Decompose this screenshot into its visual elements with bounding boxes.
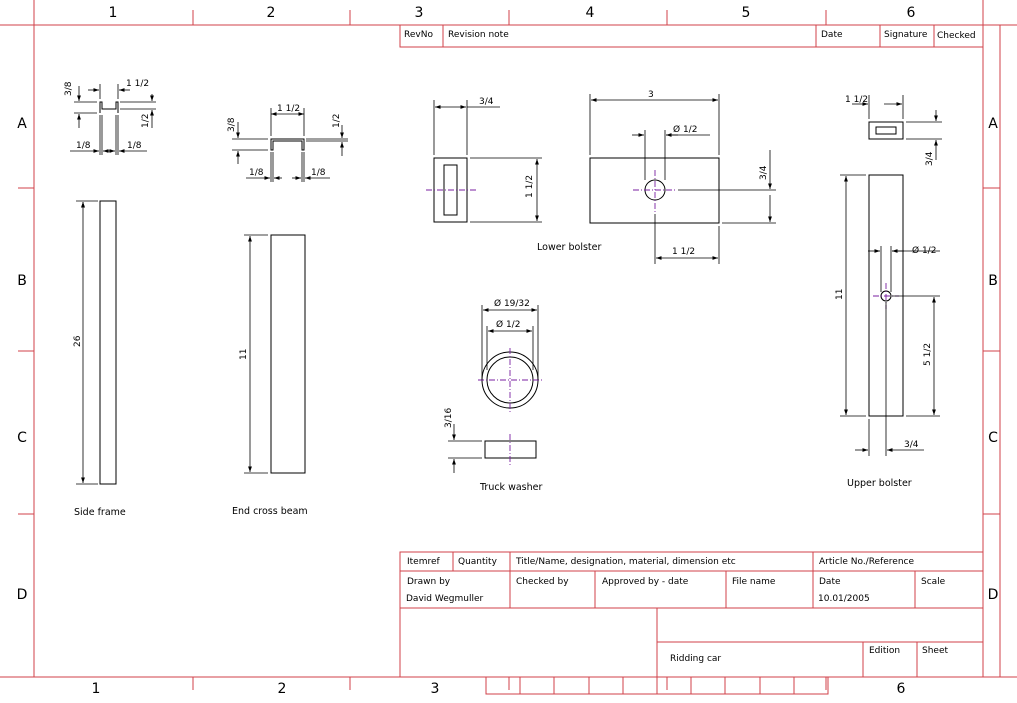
end-cross-beam-dim-1-8-right: 1/8	[311, 168, 326, 178]
end-cross-beam-dim-1-8-left: 1/8	[249, 168, 264, 178]
zone-row-c-right: C	[988, 430, 998, 446]
truck-washer-side-view	[484, 440, 537, 459]
upper-bolster-label: Upper bolster	[847, 478, 912, 489]
side-frame-dim-26: 26	[73, 335, 83, 347]
upper-bolster-dim-3-4-offset: 3/4	[904, 440, 919, 450]
zone-col-4-top: 4	[586, 5, 595, 21]
end-cross-beam-elevation	[270, 234, 306, 474]
zone-row-a-right: A	[988, 116, 998, 132]
approved-by-label: Approved by - date	[602, 577, 689, 587]
zone-row-b-right: B	[988, 273, 998, 289]
side-frame-dim-1-8-right: 1/8	[127, 141, 142, 151]
zone-labels: 1 2 3 4 5 6 1 2 3 6 A B C D A B C D	[17, 5, 999, 697]
side-frame-drawing: 3/8 1 1/2 1/2 1/8 1/8 26 Side frame	[64, 79, 156, 518]
checked-by-label: Checked by	[516, 577, 569, 587]
zone-row-c-left: C	[17, 430, 27, 446]
lower-bolster-dim-dia-1-2: Ø 1/2	[673, 124, 697, 135]
end-cross-beam-section	[270, 138, 305, 151]
article-label: Article No./Reference	[819, 557, 914, 567]
upper-bolster-dim-dia-1-2: Ø 1/2	[912, 245, 936, 256]
zone-row-a-left: A	[17, 116, 27, 132]
lower-bolster-label: Lower bolster	[537, 242, 601, 253]
zone-col-6-top: 6	[907, 5, 916, 21]
zone-row-d-right: D	[988, 587, 999, 603]
truck-washer-label: Truck washer	[479, 482, 542, 493]
upper-bolster-dim-5-1-2: 5 1/2	[923, 343, 933, 366]
side-frame-section	[99, 101, 119, 113]
truck-washer-dim-dia-1-2: Ø 1/2	[496, 319, 520, 330]
end-cross-beam-dim-1-2: 1/2	[332, 114, 342, 128]
revno-header: RevNo	[404, 30, 433, 40]
upper-bolster-drawing: 1 1/2 3/4 Ø 1/2 11 5 1/2 3/4 Upper bolst…	[835, 95, 942, 489]
zone-row-d-left: D	[17, 587, 28, 603]
zone-col-6-bottom: 6	[897, 681, 906, 697]
zone-row-b-left: B	[17, 273, 27, 289]
edition-label: Edition	[869, 646, 900, 656]
lower-bolster-top-view	[589, 157, 720, 224]
side-frame-elevation	[99, 200, 117, 485]
end-cross-beam-dim-11: 11	[239, 349, 249, 360]
drawing-title: Ridding car	[670, 654, 721, 664]
truck-washer-drawing: Ø 19/32 Ø 1/2 3/16 Truck washer	[444, 298, 542, 493]
revision-date-header: Date	[821, 30, 843, 40]
zone-col-1-top: 1	[109, 5, 118, 21]
zone-col-2-bottom: 2	[278, 681, 287, 697]
side-frame-label: Side frame	[74, 507, 126, 518]
lower-bolster-drawing: 3/4 1 1/2 3 Ø 1/2 3/4 1 1/2 Lower bolste…	[426, 90, 776, 264]
zone-col-3-top: 3	[415, 5, 424, 21]
side-frame-dim-1-8-left: 1/8	[76, 141, 91, 151]
zone-col-3-bottom: 3	[431, 681, 440, 697]
side-frame-dim-1-2: 1/2	[141, 114, 151, 128]
truck-washer-dim-3-16: 3/16	[444, 408, 454, 428]
upper-bolster-dim-3-4-height: 3/4	[925, 151, 935, 166]
lower-bolster-dim-3: 3	[648, 90, 654, 100]
end-cross-beam-drawing: 3/8 1 1/2 1/2 1/8 1/8 11 End cross beam	[227, 104, 348, 517]
signature-header: Signature	[884, 30, 928, 40]
title-name-label: Title/Name, designation, material, dimen…	[515, 557, 736, 567]
revision-table: RevNo Revision note Date Signature Check…	[399, 24, 984, 48]
quantity-label: Quantity	[458, 557, 498, 567]
zone-col-2-top: 2	[267, 5, 276, 21]
lower-bolster-dim-1-1-2-offset: 1 1/2	[672, 247, 695, 257]
zone-col-1-bottom: 1	[92, 681, 101, 697]
drawn-by-value: David Wegmuller	[406, 594, 483, 604]
upper-bolster-end-view	[868, 121, 904, 140]
end-cross-beam-label: End cross beam	[232, 506, 308, 517]
end-cross-beam-dim-3-8: 3/8	[227, 117, 237, 132]
itemref-label: Itemref	[407, 557, 441, 567]
date-value: 10.01/2005	[818, 594, 870, 604]
upper-bolster-dim-11: 11	[835, 289, 845, 300]
sheet-label: Sheet	[922, 646, 948, 656]
revision-note-header: Revision note	[448, 30, 509, 40]
zone-col-5-top: 5	[742, 5, 751, 21]
side-frame-dim-3-8: 3/8	[64, 81, 74, 96]
lower-bolster-dim-3-4-offset: 3/4	[759, 165, 769, 180]
file-name-label: File name	[732, 577, 776, 587]
end-cross-beam-dim-1-1-2: 1 1/2	[277, 104, 300, 114]
side-frame-dim-1-1-2: 1 1/2	[126, 79, 149, 89]
title-block: Itemref Quantity Title/Name, designation…	[399, 551, 984, 678]
truck-washer-dim-dia-19-32: Ø 19/32	[494, 298, 530, 309]
scale-label: Scale	[921, 577, 946, 587]
upper-bolster-dim-1-1-2: 1 1/2	[845, 95, 868, 105]
lower-bolster-dim-1-1-2-height: 1 1/2	[525, 175, 535, 198]
drawn-by-label: Drawn by	[407, 577, 451, 587]
lower-bolster-dim-3-4: 3/4	[479, 97, 494, 107]
date-label: Date	[819, 577, 841, 587]
checked-header: Checked	[937, 31, 976, 41]
